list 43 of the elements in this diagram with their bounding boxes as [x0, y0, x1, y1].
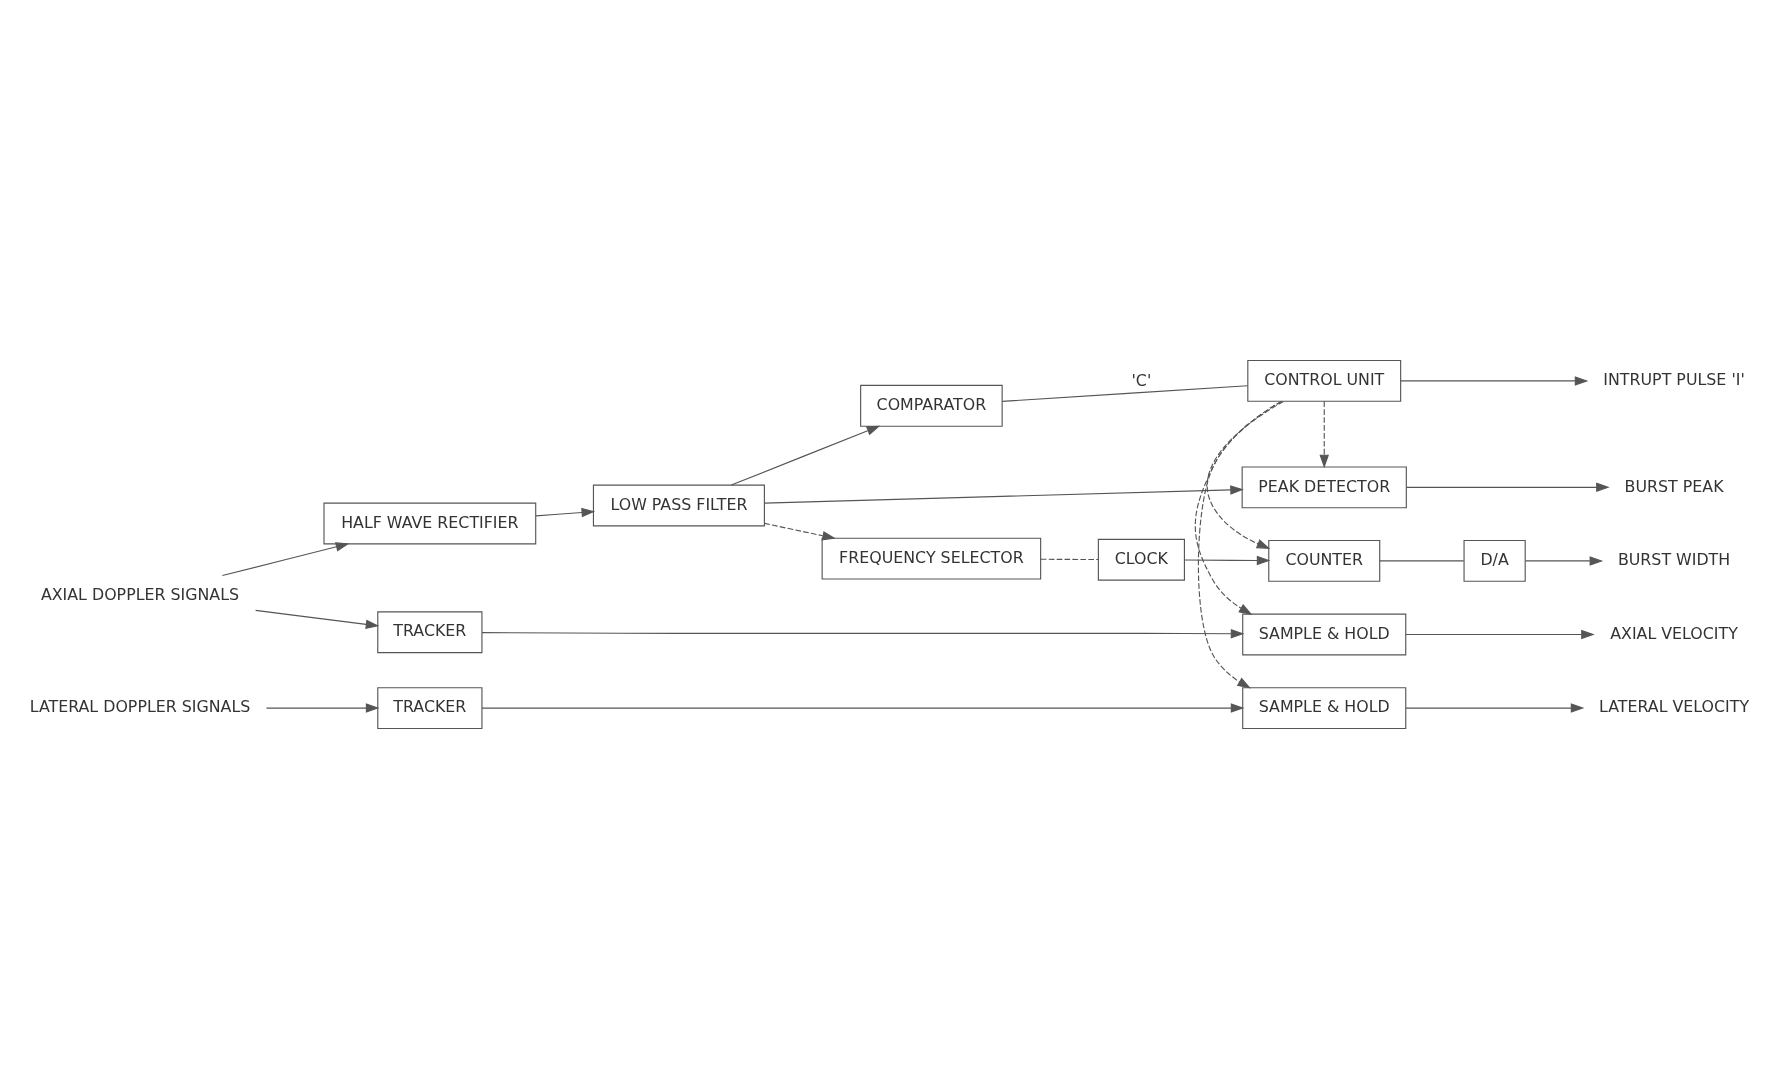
node-text: LATERAL DOPPLER SIGNALS — [29, 696, 251, 716]
node-box: COUNTER — [1268, 539, 1381, 582]
connector — [1379, 559, 1465, 561]
arrow — [265, 702, 380, 713]
connector — [1001, 384, 1249, 402]
arrow — [1194, 400, 1282, 615]
edge-label: 'C' — [1131, 370, 1152, 390]
arrow — [1197, 400, 1282, 689]
node-box: PEAK DETECTOR — [1241, 465, 1407, 508]
arrow — [730, 425, 881, 486]
node-text: BURST PEAK — [1624, 476, 1724, 496]
arrow — [763, 484, 1244, 504]
node-text: BURST WIDTH — [1617, 549, 1731, 569]
node-text: LATERAL VELOCITY — [1599, 696, 1750, 716]
node-box: COMPARATOR — [860, 384, 1003, 427]
node-box: LOW PASS FILTER — [592, 484, 765, 526]
arrow — [1524, 555, 1604, 566]
arrow — [1400, 375, 1589, 386]
node-box: TRACKER — [377, 686, 483, 729]
node-box: CLOCK — [1097, 538, 1185, 581]
arrow — [481, 628, 1245, 638]
arrow — [1405, 629, 1595, 639]
arrow — [1319, 400, 1329, 468]
arrow — [535, 507, 596, 517]
node-box: CONTROL UNIT — [1247, 359, 1402, 402]
node-box: HALF WAVE RECTIFIER — [323, 502, 537, 544]
node-box: D/A — [1463, 539, 1526, 582]
arrow — [1405, 702, 1585, 713]
node-box: TRACKER — [377, 610, 483, 653]
arrow — [1206, 400, 1284, 549]
arrow — [481, 702, 1245, 713]
node-text: AXIAL DOPPLER SIGNALS — [40, 584, 240, 604]
arrow — [255, 609, 380, 629]
node-box: SAMPLE & HOLD — [1242, 686, 1407, 729]
node-box: SAMPLE & HOLD — [1242, 613, 1407, 655]
node-box: FREQUENCY SELECTOR — [821, 537, 1042, 580]
arrow — [221, 541, 350, 576]
arrow — [1405, 482, 1610, 492]
arrow — [1184, 555, 1271, 565]
node-text: INTRUPT PULSE 'I' — [1603, 369, 1745, 389]
node-text: AXIAL VELOCITY — [1610, 623, 1738, 643]
arrow — [763, 522, 836, 540]
connector — [1040, 558, 1099, 560]
